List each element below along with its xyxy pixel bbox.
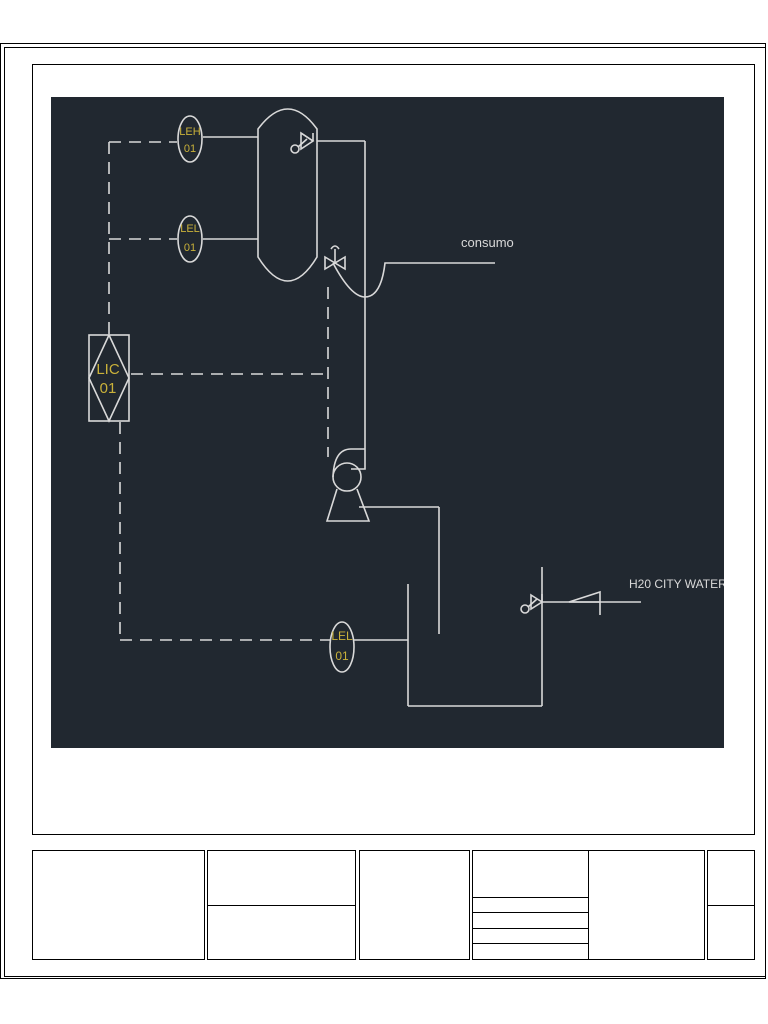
consumo-line <box>332 262 495 298</box>
pid-diagram-canvas: LEH 01 LEL 01 LIC 01 LEL 01 consumo H20 … <box>51 97 724 748</box>
lel01-bottom-bubble <box>329 621 355 673</box>
lel01-bottom-tag: LEL <box>331 629 353 643</box>
lel01-top-number: 01 <box>184 242 196 254</box>
title-block-cell-5 <box>588 850 705 960</box>
city-water-arrow <box>568 590 601 615</box>
title-block-divider-4a <box>472 897 589 898</box>
manual-valve-top <box>290 131 315 154</box>
lel01-top-tag: LEL <box>180 223 200 235</box>
signal-lines-upper <box>108 141 331 641</box>
leh01-number: 01 <box>184 143 196 155</box>
title-block-cell-3 <box>359 850 470 960</box>
title-block-divider-6 <box>707 905 755 906</box>
lic01-number: 01 <box>100 380 117 397</box>
consumo-label: consumo <box>461 235 514 250</box>
title-block-divider-4c <box>472 928 589 929</box>
lic01-box <box>88 334 130 422</box>
drawing-frame <box>32 64 755 835</box>
lel01-bottom-number: 01 <box>335 649 349 663</box>
lel01-top-bubble <box>177 215 203 263</box>
title-block-divider-4d <box>472 943 589 944</box>
leh01-tag: LEH <box>179 126 200 138</box>
title-block-cell-1 <box>32 850 205 960</box>
sheet-inner-border <box>4 47 766 977</box>
manual-valve-inlet <box>520 593 544 614</box>
control-valve <box>324 245 346 271</box>
lic01-diamond <box>88 333 130 423</box>
city-water-label: H20 CITY WATER <box>629 577 724 591</box>
pump <box>325 448 371 522</box>
leh01-bubble <box>177 115 203 163</box>
title-block-divider-2 <box>207 905 356 906</box>
pid-diagram: LEH 01 LEL 01 LIC 01 LEL 01 consumo H20 … <box>88 108 724 707</box>
title-block-divider-4b <box>472 912 589 913</box>
storage-tank <box>257 108 318 282</box>
lic01-tag: LIC <box>96 361 120 378</box>
